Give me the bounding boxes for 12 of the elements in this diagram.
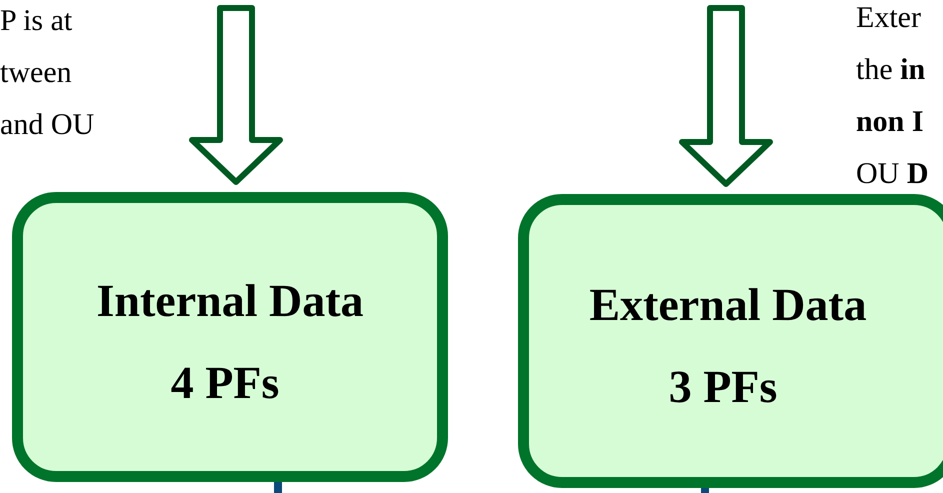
- box-count: 3 PFs: [668, 364, 778, 410]
- connector-line: [701, 488, 709, 493]
- data-box: [12, 192, 448, 482]
- data-box: [518, 194, 943, 488]
- box-title: External Data: [589, 282, 867, 328]
- box-title: Internal Data: [96, 278, 364, 324]
- hollow-arrow: [679, 5, 773, 187]
- note-text: P is at tween and OU: [0, 3, 96, 143]
- box-count: 4 PFs: [170, 360, 280, 406]
- hollow-arrow: [189, 5, 283, 185]
- note-text: Exter the in non I OU D: [856, 0, 930, 192]
- connector-line: [274, 482, 282, 493]
